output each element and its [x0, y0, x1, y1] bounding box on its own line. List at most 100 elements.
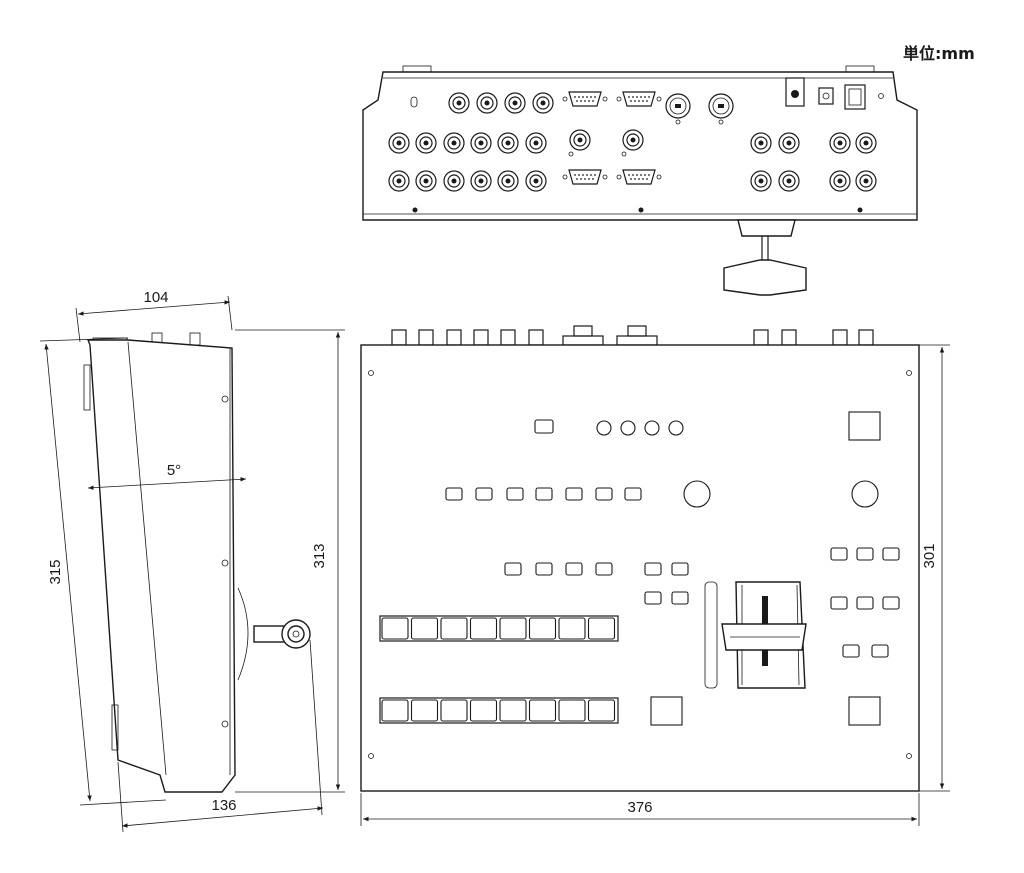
bnc-connector	[388, 132, 410, 154]
side-view	[83, 332, 311, 793]
key	[410, 699, 439, 722]
button	[445, 487, 463, 501]
indicator-button	[668, 420, 684, 436]
dsub-connector	[616, 169, 662, 185]
key	[558, 699, 586, 722]
bnc-connector	[829, 170, 851, 192]
bnc-connector	[448, 92, 470, 114]
dc-jack	[818, 87, 834, 105]
key	[469, 699, 498, 722]
large-button	[848, 696, 881, 726]
bnc-connector	[476, 92, 498, 114]
bnc-connector	[778, 170, 800, 192]
knob	[851, 480, 879, 508]
button	[565, 487, 583, 501]
bnc-profile	[473, 329, 489, 346]
bnc-profile	[446, 329, 462, 346]
bnc-connector	[855, 132, 877, 154]
key	[381, 617, 409, 640]
bnc-connector	[829, 132, 851, 154]
screw	[638, 207, 644, 213]
power-switch	[785, 77, 805, 107]
bnc-profile	[500, 329, 516, 346]
remote-port	[844, 84, 866, 110]
mini-din-connector	[708, 93, 734, 125]
key	[528, 699, 557, 722]
dim-front-height: 301	[921, 543, 938, 568]
key	[587, 699, 616, 722]
bnc-connector	[497, 132, 519, 154]
dim-side-angle: 5°	[167, 462, 181, 479]
dsub-connector	[562, 91, 608, 107]
button	[475, 487, 493, 501]
bnc-connector	[525, 132, 547, 154]
key	[440, 617, 468, 640]
screw	[857, 207, 863, 213]
key	[381, 699, 409, 722]
mini-din-connector	[665, 93, 691, 125]
bnc-connector	[855, 170, 877, 192]
button	[856, 596, 874, 610]
dsub-connector	[616, 91, 662, 107]
key-row	[379, 697, 619, 724]
button	[595, 487, 613, 501]
bnc-connector	[778, 132, 800, 154]
bnc-profile	[832, 329, 848, 346]
bnc-profile	[391, 329, 407, 346]
bnc-profile	[858, 329, 874, 346]
dim-side-height: 313	[311, 543, 328, 568]
indicator-button	[620, 420, 636, 436]
bnc-connector	[525, 170, 547, 192]
bnc-connector	[443, 132, 465, 154]
bnc-connector	[415, 132, 437, 154]
unit-label: 単位:mm	[903, 44, 975, 63]
key	[499, 617, 527, 640]
front-top-connectors	[391, 325, 874, 346]
bnc-connector	[569, 129, 591, 151]
bnc-connector	[415, 170, 437, 192]
button	[830, 547, 848, 561]
dim-side-bottom-width: 136	[211, 797, 236, 814]
key	[587, 617, 616, 640]
key	[410, 617, 439, 640]
bnc-connector	[497, 170, 519, 192]
bnc-connector	[504, 92, 526, 114]
bnc-connector	[622, 129, 644, 151]
bnc-connector	[750, 132, 772, 154]
t-bar-fader	[704, 581, 807, 689]
rear-panel-view	[362, 65, 918, 296]
button	[534, 419, 554, 434]
button	[856, 547, 874, 561]
slot	[410, 96, 418, 108]
dsub-profile	[627, 325, 647, 337]
screw	[412, 207, 418, 213]
bnc-connector	[532, 92, 554, 114]
dsub-connector	[562, 169, 608, 185]
dim-side-slant-height: 315	[47, 559, 64, 584]
bnc-connector	[470, 132, 492, 154]
key	[469, 617, 498, 640]
bnc-connector	[750, 170, 772, 192]
knob	[683, 480, 711, 508]
dim-side-top-width: 104	[143, 289, 168, 306]
button	[535, 487, 553, 501]
key	[440, 699, 468, 722]
button	[882, 596, 900, 610]
dim-front-width: 376	[627, 799, 652, 816]
bnc-profile	[753, 329, 769, 346]
button	[882, 547, 900, 561]
bnc-connector	[443, 170, 465, 192]
button	[535, 562, 553, 576]
button	[595, 562, 613, 576]
key	[499, 699, 527, 722]
dimension-lines	[39, 295, 950, 833]
bnc-connector	[470, 170, 492, 192]
dsub-profile	[573, 325, 593, 337]
bnc-profile	[781, 329, 797, 346]
rear-connectors	[388, 77, 884, 213]
button	[644, 591, 662, 605]
indicator-button	[596, 420, 612, 436]
button	[504, 562, 522, 576]
button	[671, 562, 689, 576]
